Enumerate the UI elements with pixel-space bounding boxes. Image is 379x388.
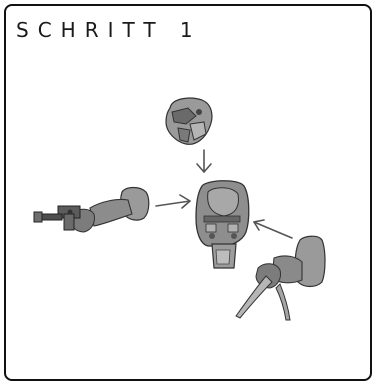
arrow-right-arm-to-torso-icon bbox=[254, 220, 292, 238]
arrow-left-arm-to-torso-icon bbox=[156, 195, 190, 208]
arrow-head-to-torso-icon bbox=[197, 150, 211, 172]
arm-with-blade-icon bbox=[236, 236, 325, 320]
robot-head-icon bbox=[166, 98, 212, 144]
arm-with-blaster-icon bbox=[34, 188, 149, 233]
robot-torso-icon bbox=[196, 181, 249, 268]
